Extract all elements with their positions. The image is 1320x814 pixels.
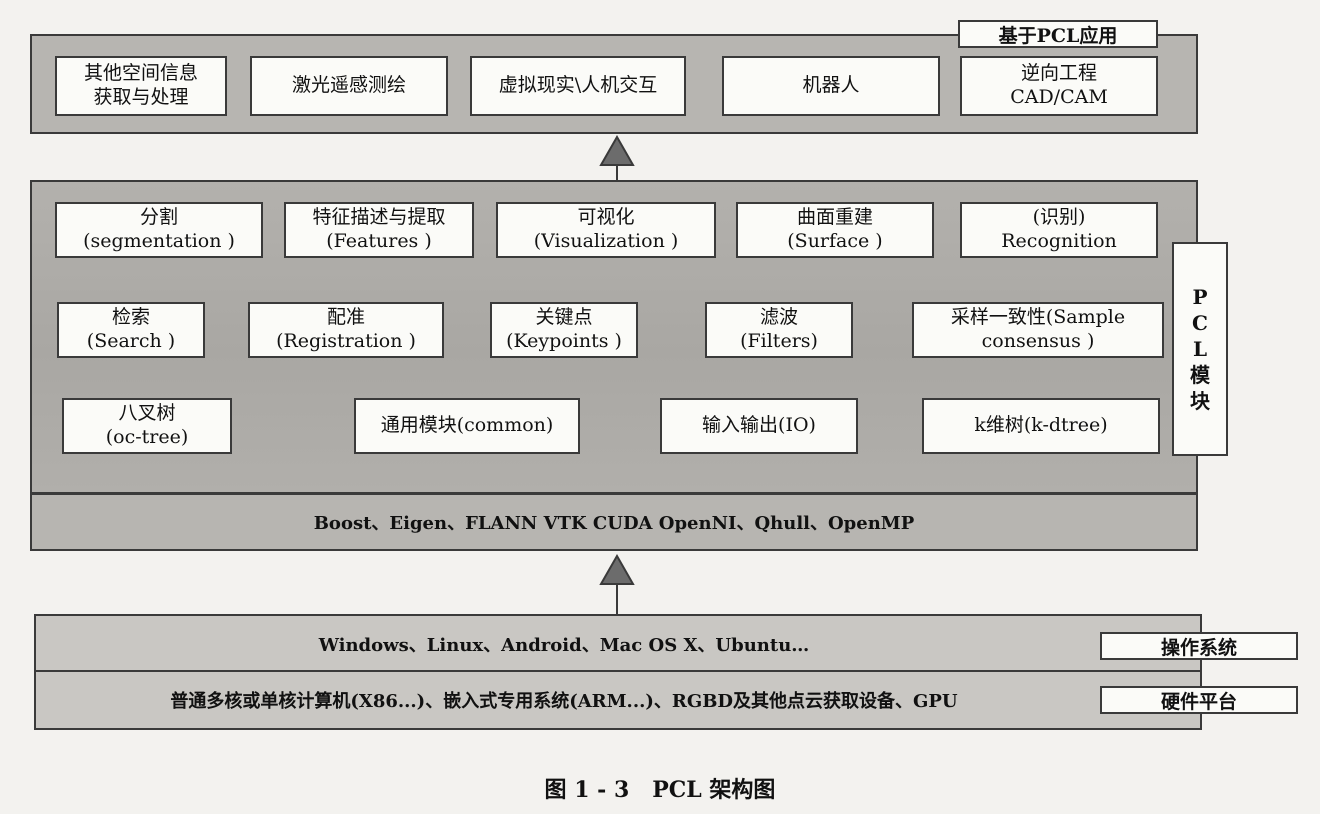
os-text: Windows、Linux、Android、Mac OS X、Ubuntu… xyxy=(318,635,810,656)
module-filters: 滤波(Filters) xyxy=(705,302,853,358)
dependencies-bar: Boost、Eigen、FLANN VTK CUDA OpenNI、Qhull、… xyxy=(30,493,1198,551)
module-keypoints: 关键点(Keypoints ) xyxy=(490,302,638,358)
app-item-vr-hci: 虚拟现实\人机交互 xyxy=(470,56,686,116)
module-octree: 八叉树(oc-tree) xyxy=(62,398,232,454)
module-features: 特征描述与提取(Features ) xyxy=(284,202,474,258)
app-item-robot: 机器人 xyxy=(722,56,940,116)
module-kdtree: k维树(k-dtree) xyxy=(922,398,1160,454)
arrow-up-icon xyxy=(599,553,635,615)
module-visualization: 可视化(Visualization ) xyxy=(496,202,716,258)
platform-divider xyxy=(34,670,1202,672)
module-common: 通用模块(common) xyxy=(354,398,580,454)
hardware-text: 普通多核或单核计算机(X86...)、嵌入式专用系统(ARM...)、RGBD及… xyxy=(170,691,958,712)
module-io: 输入输出(IO) xyxy=(660,398,858,454)
os-label: 操作系统 xyxy=(1100,632,1298,660)
arrow-up-icon xyxy=(599,134,635,182)
platform-layer-panel xyxy=(34,614,1202,730)
module-surface: 曲面重建(Surface ) xyxy=(736,202,934,258)
module-recognition: (识别)Recognition xyxy=(960,202,1158,258)
module-segmentation: 分割(segmentation ) xyxy=(55,202,263,258)
module-search: 检索(Search ) xyxy=(57,302,205,358)
figure-caption: 图 1 - 3 PCL 架构图 xyxy=(544,777,776,803)
app-item-spatial-info: 其他空间信息获取与处理 xyxy=(55,56,227,116)
app-item-laser-survey: 激光遥感测绘 xyxy=(250,56,448,116)
module-registration: 配准(Registration ) xyxy=(248,302,444,358)
application-layer-label: 基于PCL应用 xyxy=(958,20,1158,48)
hardware-label: 硬件平台 xyxy=(1100,686,1298,714)
